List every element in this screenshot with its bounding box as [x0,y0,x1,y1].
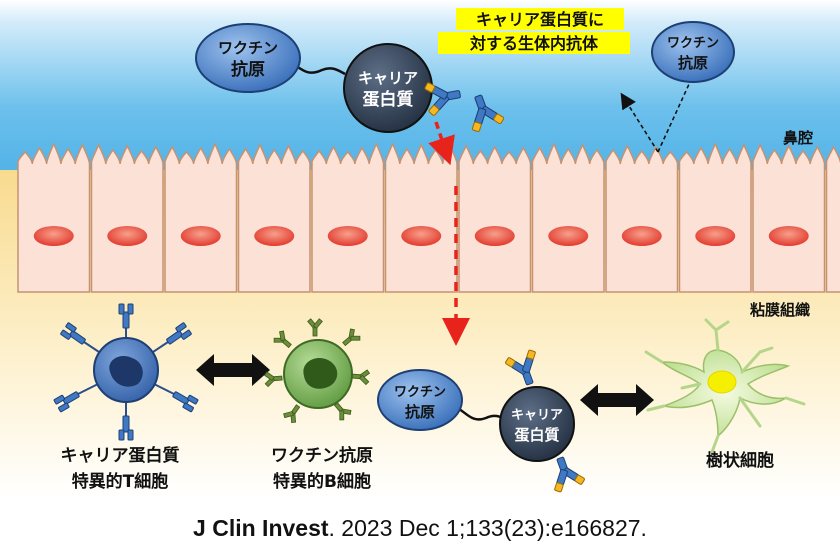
epithelial-cell [90,143,164,293]
b-cell [263,318,371,425]
b-cell-label-line2: 特異的B細胞 [273,471,371,492]
epithelial-cell [752,143,826,293]
vaccine-antigen-top-right: ワクチン 抗原 [651,21,735,83]
cell-nucleus [107,226,148,246]
cell-nucleus [695,226,736,246]
mucosal-tissue-label: 粘膜組織 [750,301,810,319]
cell-nucleus [401,226,442,246]
epithelial-cell [164,142,238,293]
dashed-arrow-to-antigen [657,81,691,153]
epithelial-cell [458,144,532,293]
tissue-carrier-label-line1: キャリア [511,408,563,423]
carrier-protein-label-line2: 蛋白質 [363,89,414,110]
cell-nucleus [180,226,221,246]
epithelial-cell [678,142,752,293]
carrier-protein-circle [343,43,433,133]
t-cell-label-line2: 特異的T細胞 [72,471,169,492]
callout-line1: キャリア蛋白質に [476,10,604,29]
epithelial-cell [531,142,605,293]
citation-details: . 2023 Dec 1;133(23):e166827. [328,515,647,541]
nasal-cavity-label: 鼻腔 [783,129,813,147]
tissue-antigen-label-line1: ワクチン [394,385,446,400]
tissue-carrier-label-line2: 蛋白質 [514,426,559,444]
cell-nucleus [768,226,809,246]
vaccine-antigen-label-line2: 抗原 [231,59,265,80]
carrier-protein-label-line1: キャリア [358,69,418,87]
dendritic-cell [644,318,806,454]
citation-journal: J Clin Invest [193,515,329,541]
cell-nucleus [254,226,295,246]
epithelial-cell [384,142,458,293]
b-cell-label-line1: ワクチン抗原 [271,445,373,466]
vaccine-antigen-blob [195,23,301,93]
cell-nucleus [33,226,74,246]
vaccine-antigen-label-line1: ワクチン [218,39,278,57]
callout-line2: 対する生体内抗体 [469,34,599,53]
vaccine-antigen-right-label-line1: ワクチン [667,36,719,51]
tissue-antigen-label-line2: 抗原 [405,403,435,421]
epithelial-cell [825,145,840,293]
cell-nucleus [327,226,368,246]
epithelial-cell [17,142,91,293]
cell-nucleus [548,226,589,246]
t-cell-label-line1: キャリア蛋白質 [61,445,180,466]
cell-nucleus [621,226,662,246]
epithelial-cell [237,143,311,293]
red-dashed-arrow [428,121,470,346]
conjugate-vaccine-top: ワクチン 抗原 キャリア 蛋白質 [195,23,433,133]
cell-nucleus [474,226,515,246]
epithelial-cell-layer [17,142,840,293]
vaccine-antigen-right-label-line2: 抗原 [678,54,708,72]
conjugate-vaccine-tissue: ワクチン 抗原 キャリア 蛋白質 [377,347,587,495]
t-cell [53,303,199,441]
citation: J Clin Invest. 2023 Dec 1;133(23):e16682… [0,515,840,542]
dendritic-cell-label: 樹状細胞 [706,450,774,471]
double-arrow-t-b [196,354,270,386]
epithelial-cell [311,142,385,293]
epithelial-cell [605,144,679,293]
dashed-arrow-up-left [620,92,659,153]
anti-carrier-antibody-callout: キャリア蛋白質に 対する生体内抗体 [438,8,630,54]
double-arrow-vaccine-dc [580,384,654,416]
